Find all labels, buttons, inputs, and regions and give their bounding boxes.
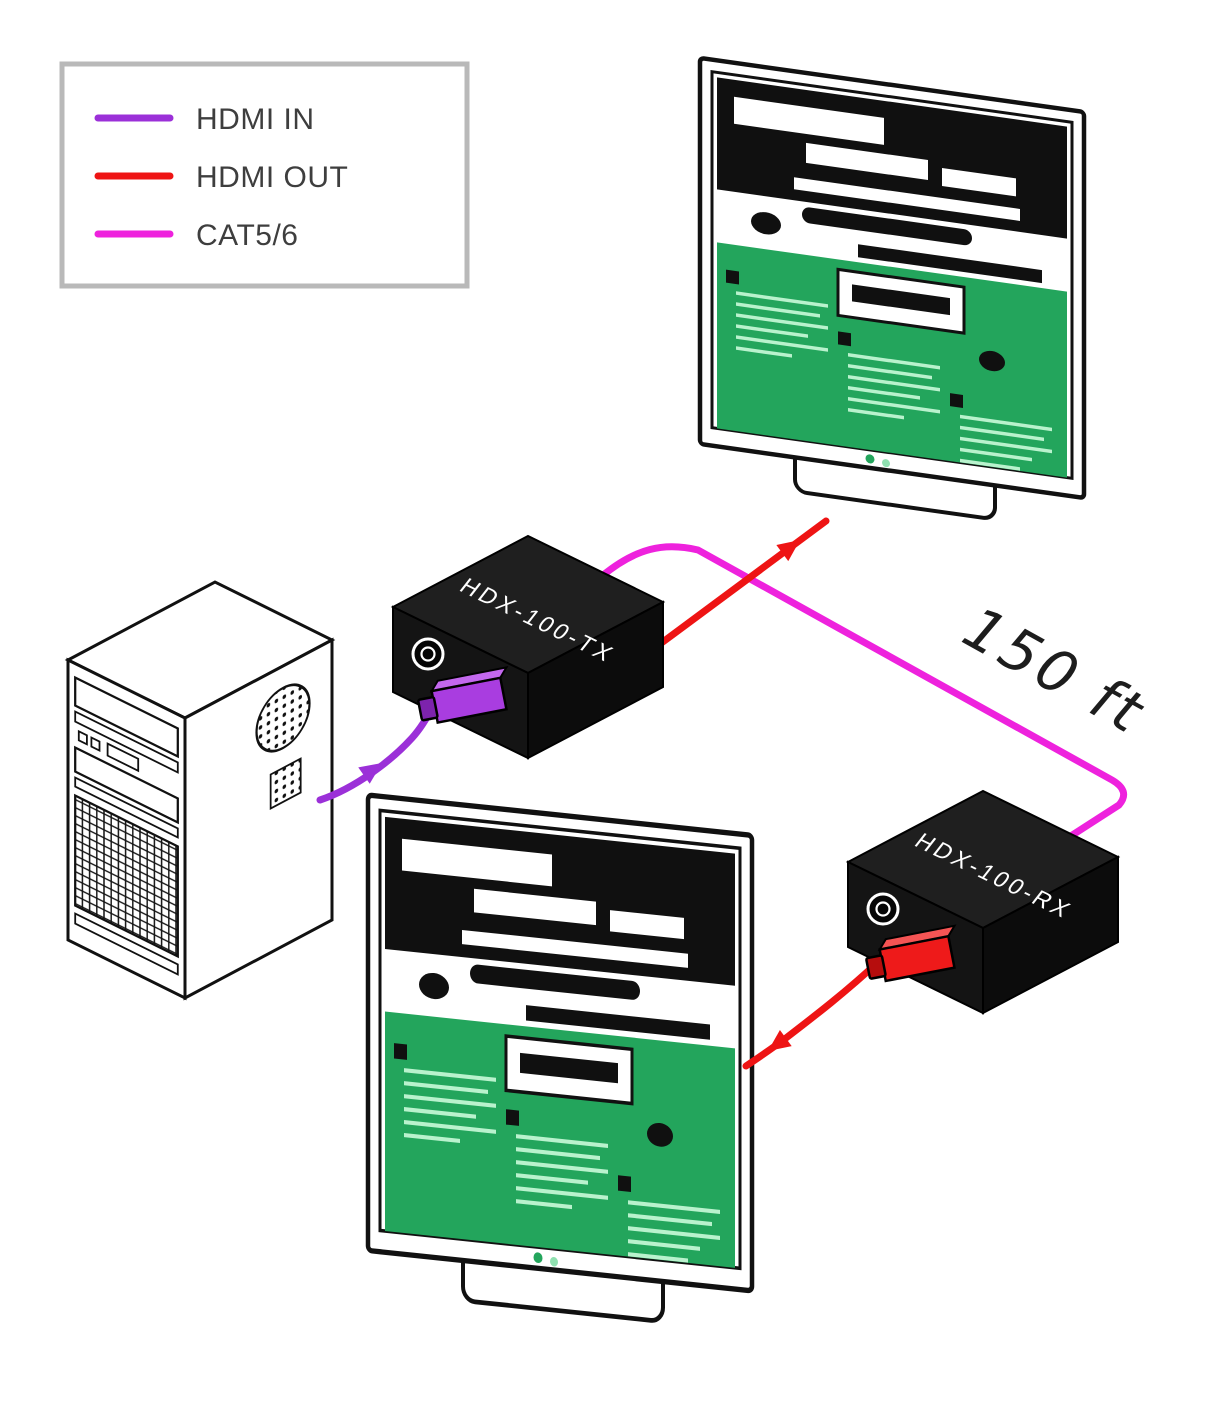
pc-slot-strip [74,776,179,839]
pc-button-1 [77,729,88,746]
rx-hdmi-plug-icon [865,924,957,983]
pc-tower [64,580,336,1001]
pc-grid-vent [74,793,179,959]
hdmi-out-label: HDMI OUT [196,161,348,194]
pc-base-strip [74,912,179,976]
legend-item-hdmi-in: HDMI IN [94,103,315,136]
pc-front-details [74,675,179,976]
arrow-hdmi-out-top [776,540,800,562]
tv-bottom [368,795,752,1331]
hdmi-in-label: HDMI IN [196,103,315,136]
cable-hdmi-out-bottom [742,958,882,1070]
tx-plug-boot [417,695,439,722]
pc-side-details [255,683,311,810]
tv-top [700,58,1084,532]
cables [316,517,1128,1070]
transmitter-box [391,534,665,760]
cable-hdmi-out-top [648,517,830,654]
arrow-hdmi-out-bottom [768,1029,792,1051]
arrow-hdmi-in [358,763,382,784]
cable-cat56 [598,543,1128,847]
pc-button-2 [90,736,101,753]
cable-hdmi-in [316,702,437,804]
tx-hdmi-plug-icon [417,666,509,725]
pc-drive-bay-3 [74,745,179,825]
legend-item-hdmi-out: HDMI OUT [94,161,348,194]
cable-length-label: 150 ft [952,593,1157,748]
cat56-label: CAT5/6 [196,219,298,252]
pc-small-vent [269,757,302,810]
pc-drive-bay-1 [74,675,179,759]
pc-drive-bay-2 [74,710,179,774]
rx-plug-boot [865,954,887,980]
legend: HDMI IN HDMI OUT CAT5/6 [59,61,470,289]
pc-power-slot [106,742,140,773]
legend-item-cat56: CAT5/6 [94,219,298,252]
pc-round-vent [255,683,311,753]
